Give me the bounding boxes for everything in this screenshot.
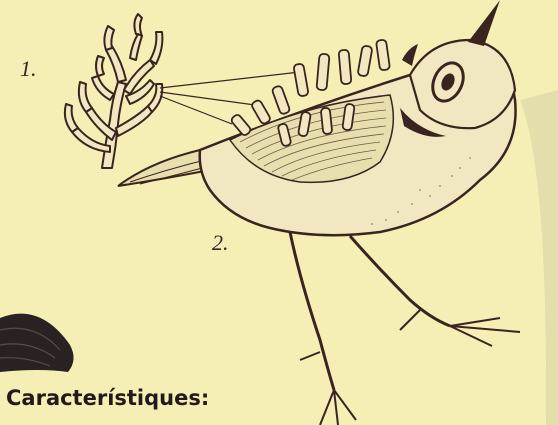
page-shadow <box>520 90 558 425</box>
label-one: 1. <box>20 56 37 82</box>
algae-sprig-icon <box>65 14 163 168</box>
characteristics-heading: Característiques: <box>6 386 209 410</box>
dark-feather-icon <box>0 314 74 372</box>
label-two: 2. <box>212 230 229 256</box>
bird-icon <box>118 0 520 425</box>
